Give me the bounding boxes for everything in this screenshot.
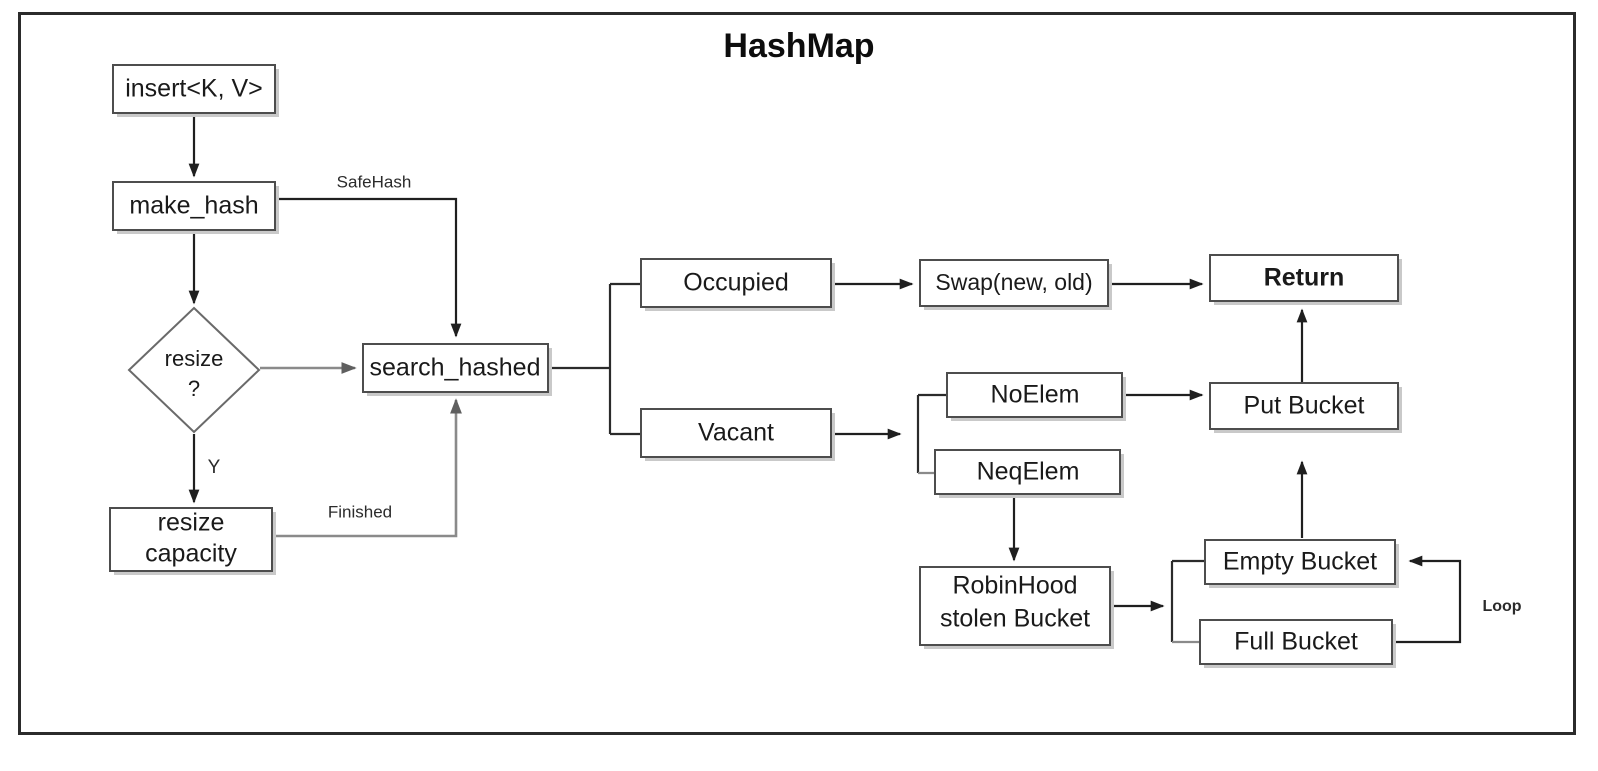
edge-label-finished: Finished <box>328 502 392 521</box>
node-empty-bucket[interactable]: Empty Bucket <box>1204 539 1399 588</box>
node-full-bucket[interactable]: Full Bucket <box>1199 619 1396 668</box>
edge-full-bucket-loop-to-empty-bucket <box>1396 555 1462 644</box>
edge-label-yes: Y <box>208 457 221 478</box>
node-resize-question-label-line1: resize <box>165 346 224 371</box>
node-resize-capacity-label-line2: capacity <box>145 540 237 568</box>
node-neqelem[interactable]: NeqElem <box>934 449 1124 498</box>
edge-label-safehash: SafeHash <box>337 172 412 191</box>
node-robinhood-label-line1: RobinHood <box>952 572 1077 600</box>
node-search-hashed-label: search_hashed <box>370 354 541 382</box>
node-vacant-label: Vacant <box>698 419 774 447</box>
node-search-hashed[interactable]: search_hashed <box>362 343 552 396</box>
edge-make-hash-safehash-to-search-hashed <box>277 197 462 338</box>
node-insert-label: insert<K, V> <box>125 75 263 103</box>
node-swap-label: Swap(new, old) <box>935 269 1092 295</box>
node-robinhood-label-line2: stolen Bucket <box>940 605 1090 633</box>
diagram-frame-border <box>18 12 1576 735</box>
node-resize-question[interactable]: resize ? <box>127 306 261 434</box>
node-make-hash[interactable]: make_hash <box>112 181 279 234</box>
node-resize-question-label-line2: ? <box>188 376 200 401</box>
edge-resize-capacity-finished-to-search-hashed <box>274 398 462 538</box>
node-full-bucket-label: Full Bucket <box>1234 628 1358 656</box>
node-noelem-label: NoElem <box>991 381 1080 409</box>
node-empty-bucket-label: Empty Bucket <box>1223 548 1377 576</box>
node-vacant[interactable]: Vacant <box>640 408 835 461</box>
node-insert[interactable]: insert<K, V> <box>112 64 279 117</box>
node-swap[interactable]: Swap(new, old) <box>919 259 1112 310</box>
node-put-bucket[interactable]: Put Bucket <box>1209 382 1402 433</box>
node-neqelem-label: NeqElem <box>977 458 1080 486</box>
node-occupied[interactable]: Occupied <box>640 258 835 311</box>
node-make-hash-label: make_hash <box>129 192 258 220</box>
node-noelem[interactable]: NoElem <box>946 372 1126 421</box>
node-put-bucket-label: Put Bucket <box>1244 392 1365 420</box>
node-robinhood[interactable]: RobinHood stolen Bucket <box>919 566 1114 649</box>
node-resize-capacity[interactable]: resize capacity <box>109 507 276 575</box>
edge-label-loop: Loop <box>1482 598 1521 615</box>
node-return[interactable]: Return <box>1209 254 1402 305</box>
page-title: HashMap <box>723 27 874 65</box>
node-resize-capacity-label-line1: resize <box>158 509 225 537</box>
node-occupied-label: Occupied <box>683 269 789 297</box>
node-return-label: Return <box>1264 264 1345 292</box>
